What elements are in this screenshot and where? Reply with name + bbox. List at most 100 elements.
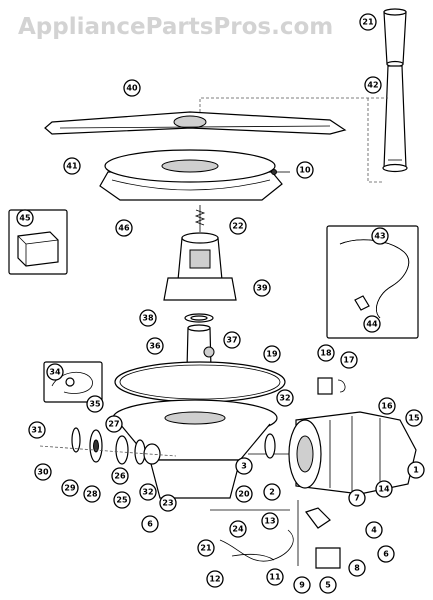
callout-label: 8 [354,564,360,573]
callout-label: 15 [408,414,420,423]
callout-circle [61,479,79,497]
callout-circle [266,568,284,586]
callout-26: 26 [111,467,129,485]
callout-label: 3 [241,462,247,471]
callout-29: 29 [61,479,79,497]
callout-circle [63,157,81,175]
callout-label: 26 [114,472,126,481]
callout-39: 39 [253,279,271,297]
callout-label: 21 [362,18,374,27]
upper-spray-arm [44,111,347,135]
tower-path-line [199,97,388,112]
callout-42: 42 [364,76,382,94]
callout-32b: 32 [139,483,157,501]
callout-layer: 1234566789101112131415161718192021212223… [16,13,425,594]
callout-14: 14 [375,480,393,498]
callout-circle [375,480,393,498]
callout-circle [340,351,358,369]
callout-circle [197,539,215,557]
hose-clamp-12 [231,553,275,561]
callout-circle [86,395,104,413]
callout-circle [141,515,159,533]
callout-label: 28 [86,490,98,499]
callout-15: 15 [405,409,423,427]
callout-circle [405,409,423,427]
callout-label: 45 [19,214,31,223]
callout-9: 9 [293,576,311,594]
callout-17: 17 [340,351,358,369]
callout-label: 29 [64,484,76,493]
callout-label: 38 [142,314,154,323]
callout-13: 13 [261,512,279,530]
callout-circle [371,227,389,245]
callout-label: 22 [232,222,243,231]
callout-circle [261,512,279,530]
callout-35: 35 [86,395,104,413]
callout-circle [111,467,129,485]
callout-label: 13 [264,517,275,526]
callout-label: 24 [232,525,244,534]
tower-path-line-2 [367,98,384,183]
callout-label: 44 [366,320,378,329]
callout-30: 30 [34,463,52,481]
callout-label: 18 [320,349,332,358]
gasket-ring-19 [114,361,286,403]
callout-label: 5 [325,581,331,590]
callout-20: 20 [235,485,253,503]
callout-label: 4 [371,526,377,535]
callout-43: 43 [371,227,389,245]
callout-label: 2 [269,488,275,497]
callout-38: 38 [139,309,157,327]
callout-circle [377,545,395,563]
callout-8: 8 [348,559,366,577]
callout-label: 35 [89,400,101,409]
callout-circle [348,559,366,577]
callout-circle [364,76,382,94]
callout-2: 2 [263,483,281,501]
drain-hose-inset [326,225,419,339]
seal-38 [184,313,214,323]
watermark-text: AppliancePartsPros.com [18,14,333,40]
callout-6a: 6 [141,515,159,533]
callout-label: 1 [413,466,419,475]
callout-24: 24 [229,520,247,538]
callout-10: 10 [296,161,314,179]
callout-circle [253,279,271,297]
tower-top-tube [383,8,407,68]
callout-circle [407,461,425,479]
callout-circle [123,79,141,97]
screw-10 [271,169,290,175]
callout-22: 22 [229,217,247,235]
callout-1: 1 [407,461,425,479]
fan-blade-2 [264,433,276,459]
callout-7: 7 [348,489,366,507]
callout-circle [139,483,157,501]
callout-3: 3 [235,457,253,475]
callout-5: 5 [319,576,337,594]
callout-4: 4 [365,521,383,539]
callout-46: 46 [115,219,133,237]
callout-label: 21 [200,544,212,553]
callout-circle [229,520,247,538]
callout-circle [263,345,281,363]
callout-label: 36 [149,342,161,351]
callout-label: 37 [226,336,237,345]
callout-21a: 21 [359,13,377,31]
callout-label: 31 [31,426,43,435]
callout-11: 11 [266,568,284,586]
callout-label: 10 [299,166,311,175]
callout-circle [46,363,64,381]
callout-label: 16 [381,402,393,411]
lower-wiring [210,500,341,569]
callout-32a: 32 [276,389,294,407]
callout-36: 36 [146,337,164,355]
callout-label: 42 [367,81,378,90]
callout-label: 40 [126,84,138,93]
callout-40: 40 [123,79,141,97]
callout-label: 34 [49,368,61,377]
callout-label: 6 [147,520,153,529]
callout-circle [115,219,133,237]
part-18-17 [317,377,346,395]
callout-label: 9 [299,581,305,590]
